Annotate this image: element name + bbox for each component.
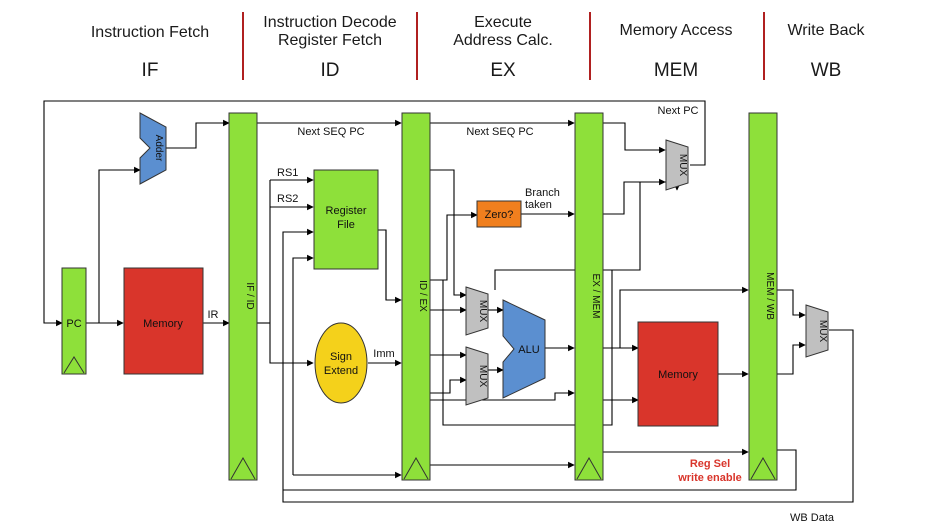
stage-ex-abbr: EX bbox=[490, 60, 516, 81]
next-seq-pc-label-2: Next SEQ PC bbox=[466, 126, 533, 138]
mux-a-label: MUX bbox=[477, 300, 488, 323]
branch-taken-label-2: taken bbox=[525, 199, 552, 211]
data-memory: Memory bbox=[637, 321, 719, 427]
alu-label: ALU bbox=[518, 344, 539, 356]
datapath-wires bbox=[43, 100, 854, 503]
branch-taken-label-1: Branch bbox=[525, 187, 560, 199]
adder-label: Adder bbox=[153, 135, 164, 162]
zero-detector: Zero? bbox=[476, 200, 522, 228]
ex-mem-register: EX / MEM bbox=[574, 112, 604, 481]
register-file-label-1: Register bbox=[326, 205, 367, 217]
stage-id-title-2: Register Fetch bbox=[278, 32, 382, 49]
rs1-label: RS1 bbox=[277, 167, 298, 179]
next-pc-label: Next PC bbox=[658, 105, 699, 117]
stage-ex-title-2: Address Calc. bbox=[453, 32, 553, 49]
mux-pc-label: MUX bbox=[677, 154, 688, 177]
next-seq-pc-label-1: Next SEQ PC bbox=[297, 126, 364, 138]
register-file: Register File bbox=[313, 169, 379, 270]
stage-id-abbr: ID bbox=[321, 60, 340, 81]
register-file-label-2: File bbox=[337, 219, 355, 231]
instruction-memory-label: Memory bbox=[143, 318, 183, 330]
imm-label: Imm bbox=[373, 348, 394, 360]
mux-b-label: MUX bbox=[477, 365, 488, 388]
alu: ALU bbox=[502, 299, 546, 399]
adder: Adder bbox=[139, 112, 167, 185]
pc-register: PC bbox=[61, 267, 87, 375]
if-id-label: IF / ID bbox=[244, 282, 255, 309]
if-id-register: IF / ID bbox=[228, 112, 258, 481]
pc-label: PC bbox=[66, 318, 81, 330]
reg-sel-label: Reg Sel bbox=[690, 458, 730, 470]
mux-alu-b: MUX bbox=[465, 346, 489, 406]
mux-write-back: MUX bbox=[805, 304, 829, 358]
mux-next-pc: MUX bbox=[665, 139, 689, 191]
mem-wb-label: MEM / WB bbox=[764, 272, 775, 320]
wb-data-label: WB Data bbox=[790, 512, 835, 524]
mux-alu-a: MUX bbox=[465, 286, 489, 336]
ir-label: IR bbox=[208, 309, 219, 321]
id-ex-register: ID / EX bbox=[401, 112, 431, 481]
rs2-label: RS2 bbox=[277, 193, 298, 205]
ex-mem-label: EX / MEM bbox=[590, 273, 601, 318]
write-enable-label: write enable bbox=[677, 472, 742, 484]
stage-wb-abbr: WB bbox=[811, 60, 842, 81]
sign-extend-label-2: Extend bbox=[324, 365, 358, 377]
stage-mem-title: Memory Access bbox=[620, 22, 733, 39]
stage-id-title-1: Instruction Decode bbox=[263, 14, 397, 31]
stage-ex-title-1: Execute bbox=[474, 14, 532, 31]
id-ex-label: ID / EX bbox=[417, 280, 428, 312]
stage-header: Instruction Fetch IF Instruction Decode … bbox=[91, 12, 866, 81]
zero-label: Zero? bbox=[485, 209, 514, 221]
stage-mem-abbr: MEM bbox=[654, 60, 698, 81]
instruction-memory: Memory bbox=[123, 267, 204, 375]
stage-wb-title: Write Back bbox=[787, 22, 865, 39]
stage-if-title: Instruction Fetch bbox=[91, 24, 209, 41]
mem-wb-register: MEM / WB bbox=[748, 112, 778, 481]
sign-extend-label-1: Sign bbox=[330, 351, 352, 363]
stage-if-abbr: IF bbox=[142, 60, 159, 81]
data-memory-label: Memory bbox=[658, 369, 698, 381]
sign-extend: Sign Extend bbox=[314, 322, 368, 404]
mux-wb-label: MUX bbox=[817, 320, 828, 343]
